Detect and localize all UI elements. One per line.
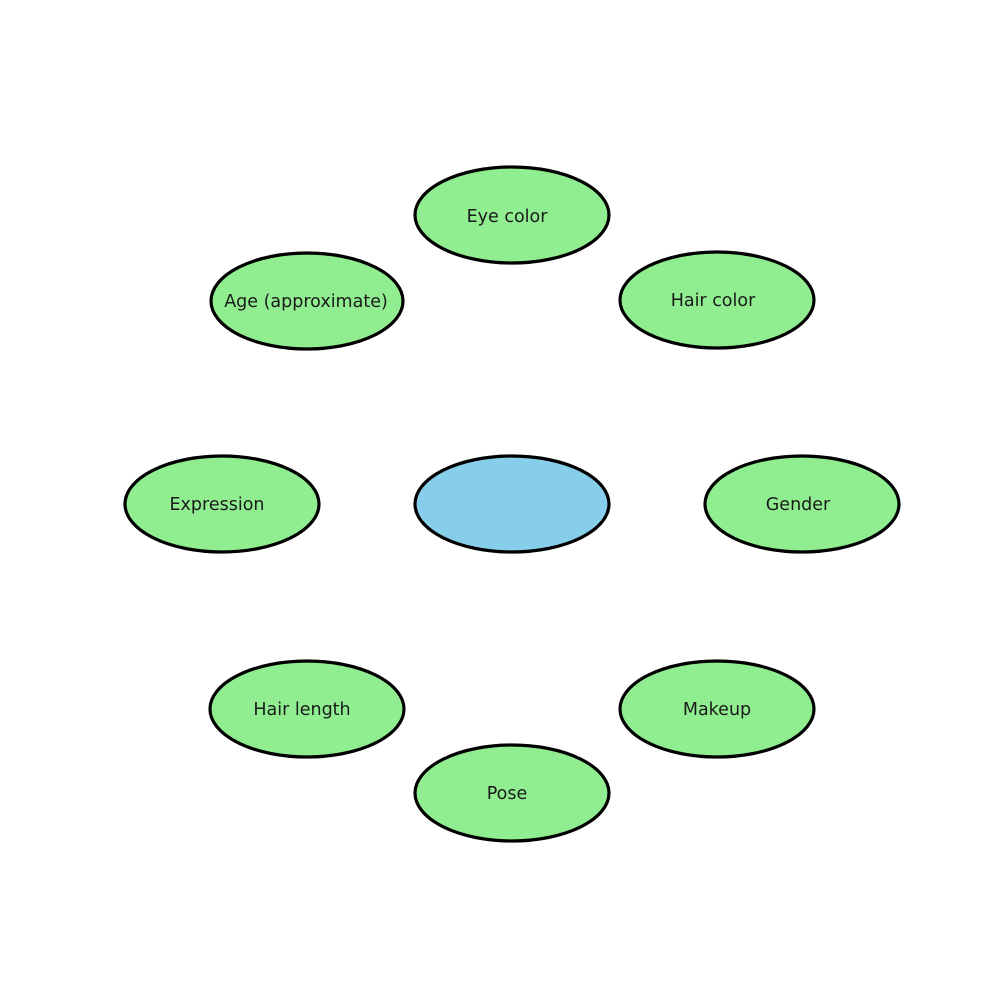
node-ellipse-makeup[interactable] (618, 659, 816, 759)
node-ellipse-gender[interactable] (703, 454, 901, 554)
node-expression[interactable]: Expression (123, 454, 321, 554)
node-label-age-approximate: Age (approximate) (224, 292, 388, 312)
node-ellipse-center[interactable] (413, 454, 611, 554)
node-ellipse-hair-color[interactable] (618, 250, 816, 350)
node-label-hair-length: Hair length (253, 700, 350, 720)
node-ellipse-expression[interactable] (123, 454, 321, 554)
node-ellipse-age-approximate[interactable] (209, 251, 405, 351)
node-label-makeup: Makeup (683, 700, 751, 720)
node-pose[interactable]: Pose (413, 743, 611, 843)
node-ellipse-hair-length[interactable] (208, 659, 406, 759)
node-center[interactable] (413, 454, 611, 554)
node-makeup[interactable]: Makeup (618, 659, 816, 759)
node-label-pose: Pose (487, 784, 528, 804)
node-age-approximate[interactable]: Age (approximate) (209, 251, 405, 351)
node-label-gender: Gender (766, 495, 831, 515)
node-hair-length[interactable]: Hair length (208, 659, 406, 759)
node-hair-color[interactable]: Hair color (618, 250, 816, 350)
node-eye-color[interactable]: Eye color (413, 165, 611, 265)
node-label-eye-color: Eye color (467, 207, 549, 227)
node-gender[interactable]: Gender (703, 454, 901, 554)
node-ellipse-eye-color[interactable] (413, 165, 611, 265)
node-ellipse-pose[interactable] (413, 743, 611, 843)
node-label-expression: Expression (170, 495, 265, 515)
node-label-hair-color: Hair color (671, 291, 756, 311)
